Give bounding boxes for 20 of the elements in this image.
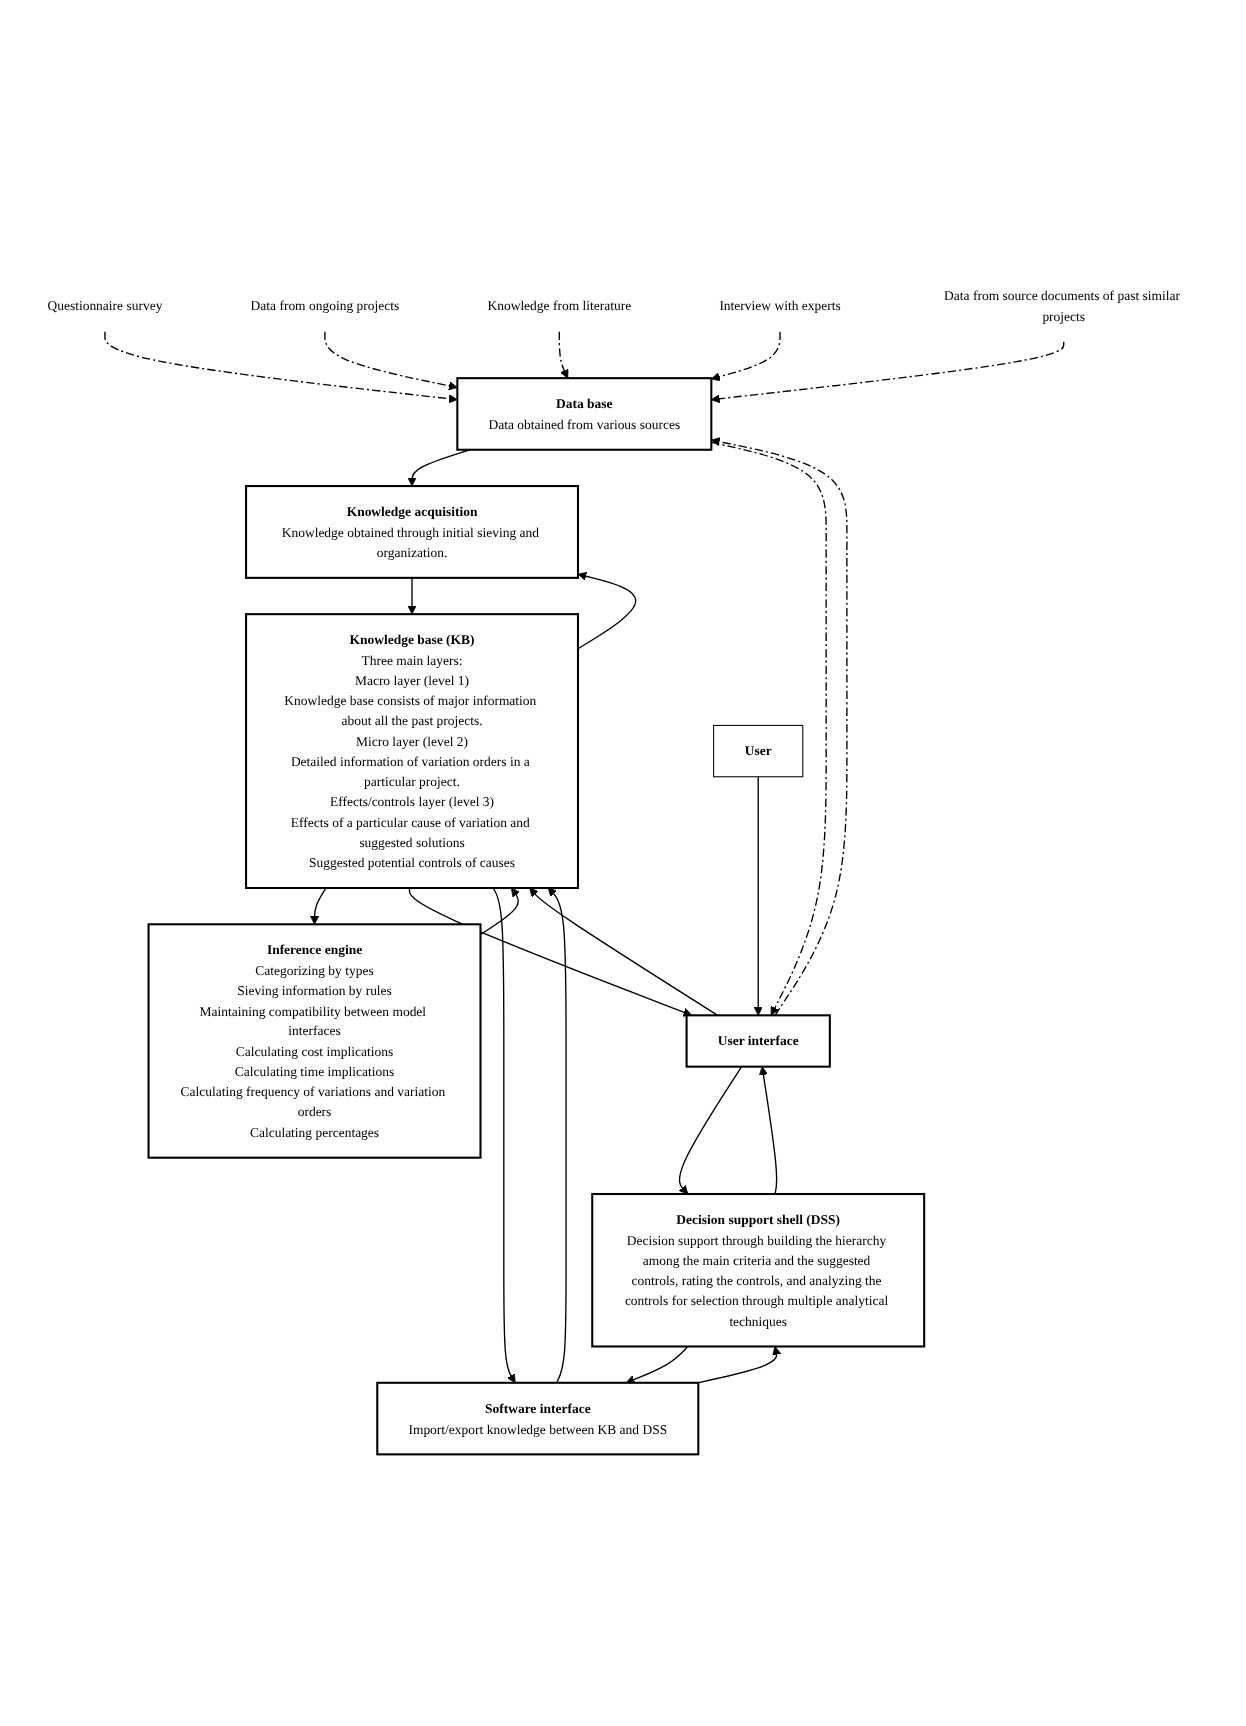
- arrow: [547, 888, 567, 1385]
- arrow: [753, 776, 763, 1017]
- arrow: [309, 888, 327, 926]
- arrow: [529, 888, 719, 1017]
- arrow: [104, 331, 458, 404]
- arrow: [492, 888, 516, 1384]
- arrow: [408, 888, 693, 1018]
- arrow: [697, 1346, 782, 1385]
- arrow: [710, 341, 1065, 404]
- arrow: [710, 437, 848, 1017]
- arrow: [558, 331, 569, 380]
- arrow: [710, 331, 781, 382]
- arrow: [479, 888, 521, 936]
- arrow: [678, 1066, 743, 1196]
- arrow: [625, 1346, 689, 1385]
- arrow: [324, 331, 458, 391]
- arrow: [577, 572, 637, 651]
- arrow: [758, 1066, 778, 1196]
- arrow: [710, 442, 827, 1017]
- arrow: [407, 577, 417, 616]
